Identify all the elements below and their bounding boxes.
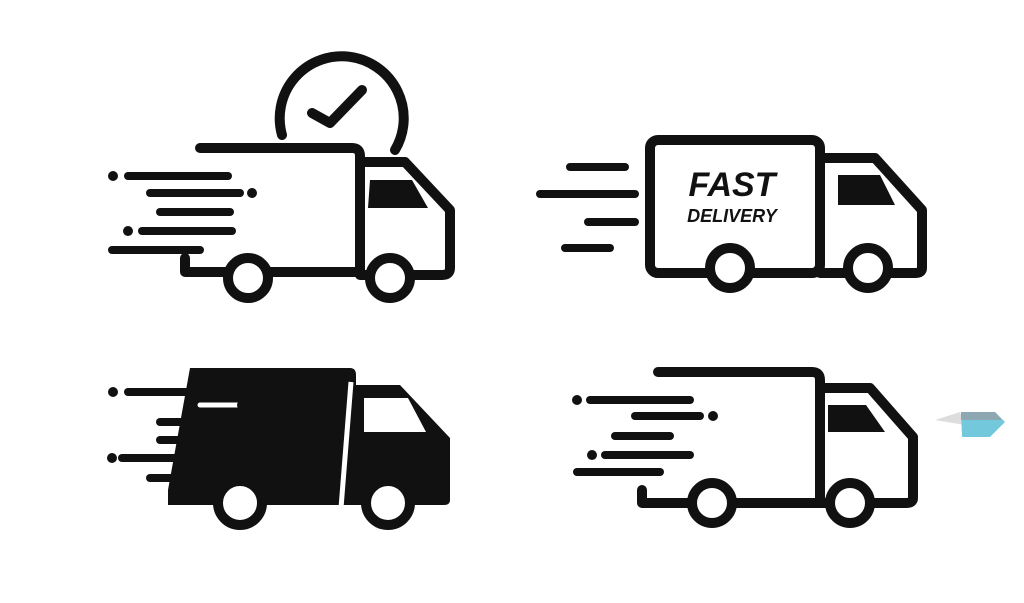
check-icon	[307, 85, 367, 128]
wheel-icon	[705, 243, 755, 293]
wheel-icon	[825, 478, 875, 528]
window-icon	[838, 175, 895, 205]
blue-shape-artifact	[935, 412, 1005, 437]
wheel-icon	[843, 243, 893, 293]
truck-fast-delivery-icon: FAST DELIVERY	[536, 135, 927, 293]
speed-lines-icon	[536, 163, 639, 252]
speed-lines-icon	[572, 395, 718, 476]
speed-lines-icon	[108, 171, 257, 254]
speed-lines-icon	[107, 387, 247, 482]
wheel-icon	[687, 478, 737, 528]
window-icon	[828, 405, 885, 432]
window-icon	[368, 180, 428, 208]
clock-icon	[274, 51, 409, 155]
truck-outline-icon	[572, 367, 918, 528]
wheel-icon	[361, 476, 415, 530]
window-icon	[364, 398, 426, 432]
truck-filled-icon	[107, 368, 450, 530]
fast-label: FAST	[689, 166, 779, 204]
wheel-icon	[365, 253, 415, 303]
wheel-icon	[223, 253, 273, 303]
wheel-icon	[213, 476, 267, 530]
truck-clock-icon	[108, 51, 455, 303]
delivery-label: DELIVERY	[687, 206, 779, 226]
